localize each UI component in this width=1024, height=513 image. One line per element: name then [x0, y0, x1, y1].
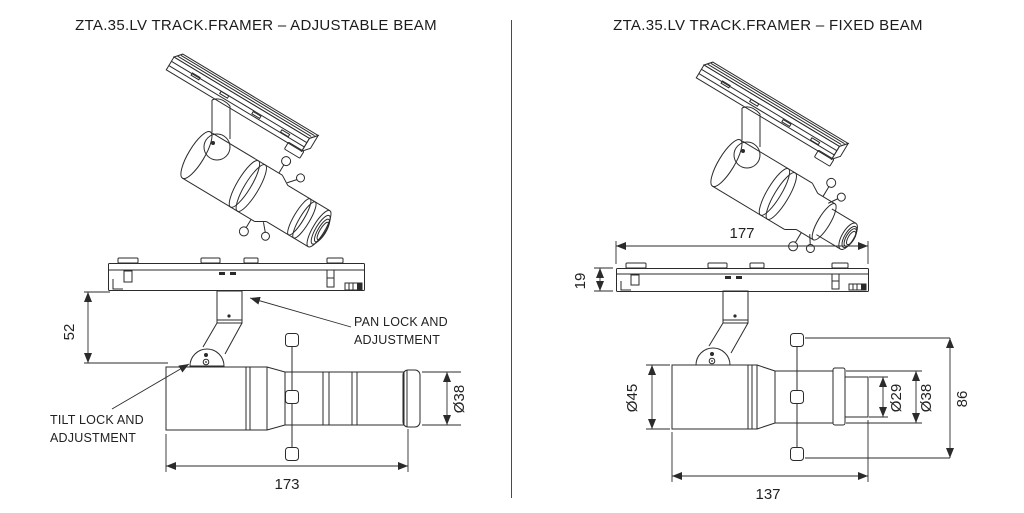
isometric-view-adjustable: [163, 51, 349, 272]
dim-137: 137: [755, 486, 780, 503]
yoke: [286, 334, 299, 461]
fixture-body-side: [166, 367, 420, 430]
side-view-fixed: 177 19 Ø45 Ø29: [572, 225, 971, 503]
page-title-adjustable: ZTA.35.LV TRACK.FRAMER – ADJUSTABLE BEAM: [75, 17, 437, 34]
tilt-joint: [190, 349, 224, 366]
panel-adjustable-beam: ZTA.35.LV TRACK.FRAMER – ADJUSTABLE BEAM: [50, 0, 468, 493]
dimension-body-diameter: Ø45: [624, 365, 670, 429]
yoke: [791, 334, 951, 461]
dim-o45: Ø45: [624, 384, 641, 412]
side-view-adjustable: 52 173 Ø38 PAN LOCK AND ADJUSTMENT: [50, 258, 468, 493]
dim-86: 86: [954, 391, 971, 408]
stem-iso: [734, 107, 760, 168]
stem-side: [709, 291, 748, 353]
fixture-body-side: [672, 365, 868, 429]
page-title-fixed: ZTA.35.LV TRACK.FRAMER – FIXED BEAM: [613, 17, 923, 34]
stem-iso: [204, 99, 230, 160]
panel-divider: [511, 20, 512, 498]
callout-pan-lock: PAN LOCK AND ADJUSTMENT: [250, 296, 448, 347]
dimension-track-length: 177: [616, 225, 868, 264]
dimension-snoot-outer-diameter: Ø38: [846, 371, 935, 423]
callout-pan-lock-line2: ADJUSTMENT: [354, 333, 440, 347]
dim-177: 177: [729, 225, 754, 242]
dimension-body-length: 173: [166, 429, 408, 493]
dimension-overall-height: 86: [946, 338, 971, 458]
dim-o38-left: Ø38: [451, 385, 468, 413]
dimension-track-height: 19: [572, 268, 613, 291]
drawing-adjustable-beam: 52 173 Ø38 PAN LOCK AND ADJUSTMENT: [50, 0, 468, 493]
dim-o29: Ø29: [888, 384, 905, 412]
body-iso: [698, 123, 875, 275]
track-rail-side: [617, 263, 869, 292]
dimension-snoot-inner-diameter: Ø29: [869, 377, 905, 417]
callout-tilt-lock-line2: ADJUSTMENT: [50, 431, 136, 445]
dimension-front-diameter: Ø38: [422, 372, 468, 425]
track-rail-side: [109, 258, 365, 291]
dimension-body-length: 137: [672, 420, 868, 503]
dim-19: 19: [572, 273, 589, 290]
callout-pan-lock-line1: PAN LOCK AND: [354, 315, 448, 329]
callout-tilt-lock: TILT LOCK AND ADJUSTMENT: [50, 364, 189, 445]
callout-tilt-lock-line1: TILT LOCK AND: [50, 413, 144, 427]
dim-52: 52: [61, 324, 78, 341]
track-rail-iso: [163, 51, 319, 160]
body-iso: [166, 112, 349, 272]
drawing-fixed-beam: 177 19 Ø45 Ø29: [572, 0, 971, 503]
stem-side: [203, 291, 242, 354]
dimension-suspension-height: 52: [61, 292, 168, 363]
dim-o38-right: Ø38: [918, 384, 935, 412]
dim-173: 173: [274, 476, 299, 493]
track-rail-iso: [693, 59, 849, 168]
tilt-joint: [696, 348, 730, 365]
isometric-view-fixed: [693, 59, 875, 275]
panel-fixed-beam: ZTA.35.LV TRACK.FRAMER – FIXED BEAM: [512, 0, 1024, 513]
